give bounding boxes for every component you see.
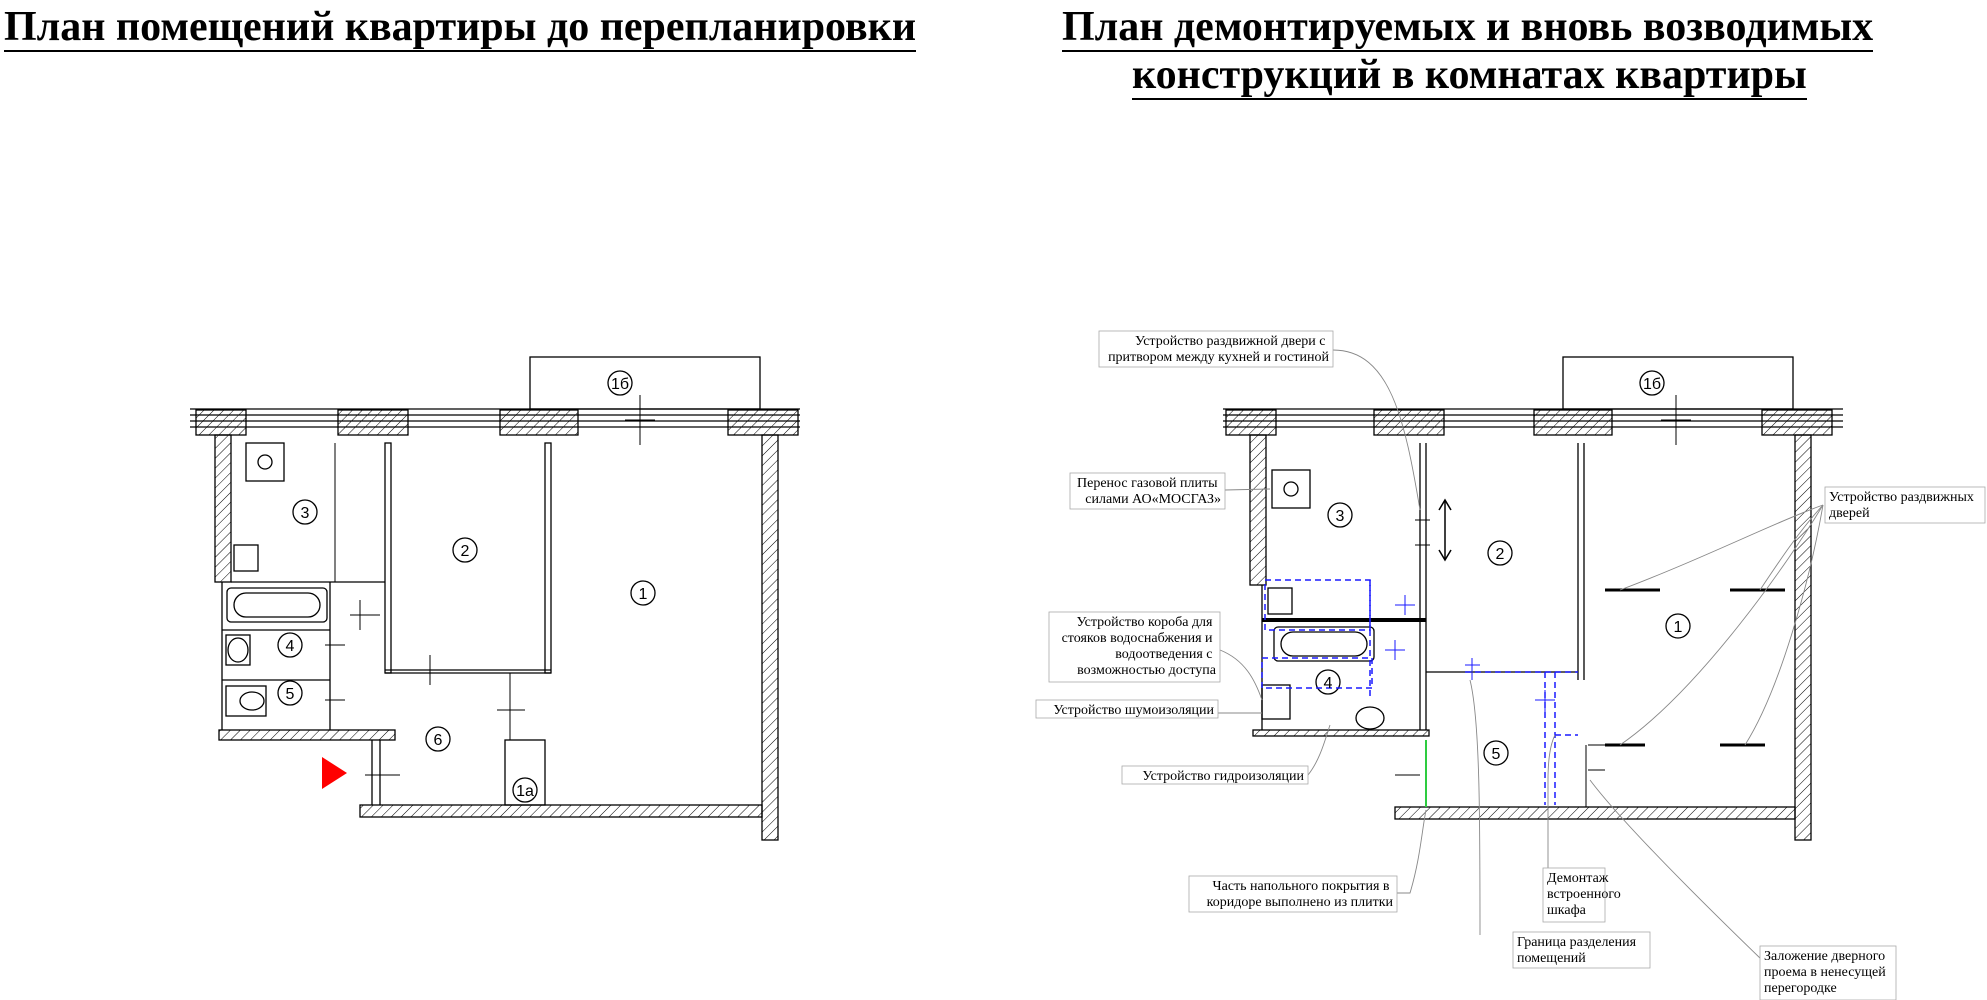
room-number-circle: [607, 370, 633, 396]
washbasin-icon: [1261, 684, 1291, 720]
room-label: 3: [301, 505, 310, 522]
interior-wall: [218, 729, 396, 741]
room-label: 4: [1324, 675, 1333, 692]
stove-icon: [245, 442, 285, 482]
toilet-icon: [225, 685, 267, 717]
room-number-circle: [1665, 613, 1691, 639]
entrance-arrow-icon: [322, 757, 347, 789]
sink-icon: [233, 544, 259, 572]
wall-pier: [195, 409, 247, 436]
interior-wall: [1394, 806, 1796, 820]
callout-waterproofing: Устройство гидроизоляции: [1142, 769, 1304, 784]
callout-sliding-door-kitchen: Устройство раздвижной двери с притвором …: [1108, 334, 1329, 365]
room-label: 5: [286, 686, 295, 703]
callout-leaders: [1218, 349, 1824, 961]
wall-pier: [337, 409, 409, 436]
room-number-circle: [452, 537, 478, 563]
room-number-circle: [1639, 370, 1665, 396]
bathtub-icon: [226, 587, 328, 623]
interior-wall: [1252, 729, 1430, 737]
callout-tile-floor: Часть напольного покрытия в коридоре вып…: [1207, 879, 1394, 910]
room-number-circle: [425, 726, 451, 752]
room-number-circle: [277, 632, 303, 658]
room-label: 1а: [516, 783, 534, 800]
callout-pipe-box: Устройство короба для стояков водоснабже…: [1062, 615, 1217, 678]
left-plan-title: План помещений квартиры до перепланировк…: [4, 4, 917, 52]
bathtub-icon: [1273, 626, 1375, 662]
callout-boxes: [1035, 330, 1986, 1000]
room-number-circle: [292, 499, 318, 525]
room-label: 3: [1336, 508, 1345, 525]
room-label: 1б: [1643, 376, 1661, 393]
room-label: 2: [1496, 546, 1505, 563]
callout-door-sealing: Заложение дверного проема в ненесущей пе…: [1764, 949, 1889, 996]
right-floor-plan: [1223, 356, 1843, 841]
left-floor-plan: [190, 356, 800, 841]
room-label: 6: [434, 732, 443, 749]
right-plan-title-line2: конструкций в комнатах квартиры: [1132, 52, 1807, 100]
wall-pier: [1225, 409, 1277, 436]
wall-pier: [1761, 409, 1833, 436]
room-label: 4: [286, 638, 295, 655]
washbasin-icon: [225, 634, 251, 666]
new-construction-ticks: [1385, 595, 1555, 712]
room-label: 2: [461, 543, 470, 560]
room-number-circle: [1483, 740, 1509, 766]
room-label: 5: [1492, 746, 1501, 763]
room-number-circle: [512, 777, 538, 803]
right-plan-title-line1: План демонтируемых и вновь возводимых: [1062, 4, 1874, 52]
exterior-wall: [214, 434, 232, 583]
room-label: 1: [1674, 619, 1683, 636]
room-label: 1: [639, 586, 648, 603]
room-number-circle: [1327, 502, 1353, 528]
balcony-outline: [529, 356, 761, 410]
callout-texts: Устройство раздвижной двери с притвором …: [1053, 334, 1977, 996]
balcony-outline: [1562, 356, 1794, 410]
wall-pier: [727, 409, 799, 436]
stove-icon: [1271, 469, 1311, 509]
callout-sliding-doors: Устройство раздвижных дверей: [1829, 490, 1977, 521]
exterior-wall: [1794, 434, 1812, 841]
wall-pier: [1533, 409, 1613, 436]
room-number-circle: [277, 680, 303, 706]
room-number-circle: [630, 580, 656, 606]
wall-pier: [1373, 409, 1445, 436]
callout-room-boundary: Граница разделения помещений: [1517, 935, 1640, 966]
exterior-wall: [1249, 434, 1267, 586]
right-room-labels: 1б 3 2 1 4 5: [1324, 376, 1683, 763]
callout-closet-demolition: Демонтаж встроенного шкафа: [1547, 871, 1624, 918]
exterior-wall: [761, 434, 779, 841]
left-room-labels: 1б 3 2 1 4 5 6 1а: [286, 376, 648, 800]
room-label: 1б: [611, 376, 629, 393]
room-number-circle: [1487, 540, 1513, 566]
callout-soundproofing: Устройство шумоизоляции: [1053, 703, 1214, 718]
interior-wall: [359, 804, 763, 818]
room-number-circle: [1315, 669, 1341, 695]
toilet-icon: [1355, 706, 1385, 730]
callout-gas-stove: Перенос газовой плиты силами АО«МОСГАЗ»: [1077, 476, 1221, 507]
sink-icon: [1267, 587, 1293, 615]
wall-pier: [499, 409, 579, 436]
